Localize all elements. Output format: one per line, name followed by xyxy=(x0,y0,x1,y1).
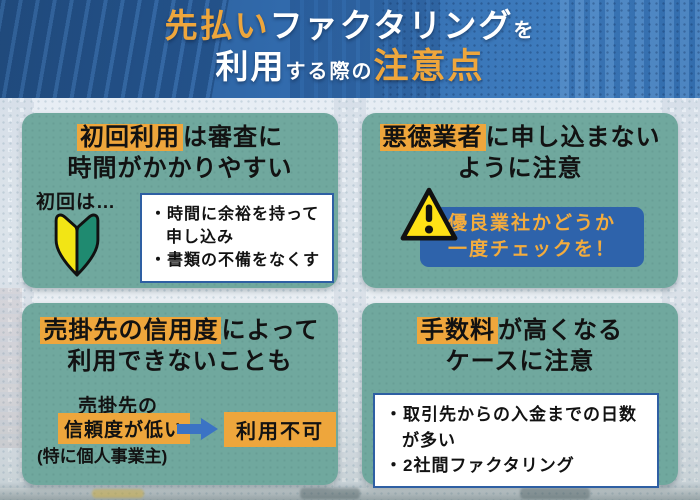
flow-note-label: (特に個人事業主) xyxy=(37,447,168,466)
backdrop-taxi xyxy=(92,489,144,498)
title-accent-sakibarai: 先払い xyxy=(164,7,270,44)
title-particle-wo: を xyxy=(513,20,536,42)
high-fees-notes-list: ・取引先からの入金までの日数が多い ・2社間ファクタリング xyxy=(375,395,657,486)
page-title-line2: 利用 する際の 注意点 xyxy=(0,46,700,87)
card-client-credit-title-after: によって xyxy=(221,317,320,344)
card-high-fees-title-highlight: 手数料 xyxy=(417,317,498,344)
title-suru-sai-no: する際の xyxy=(285,60,374,83)
backdrop-car-1 xyxy=(300,488,360,499)
backdrop-building-left-red xyxy=(0,288,22,448)
card-client-credit-title: 売掛先の信用度によって 利用できないことも xyxy=(22,303,338,377)
flow-condition-label: 信頼度が低い xyxy=(58,413,191,444)
title-factoring: ファクタリング xyxy=(269,7,514,44)
card-client-credit-title-line2: 利用できないことも xyxy=(67,347,293,375)
card-bad-agents-title-line2: ように注意 xyxy=(457,154,583,182)
page-title-line1: 先払い ファクタリング を xyxy=(0,7,700,46)
first-use-tip-item: ・書類の不備をなくす xyxy=(150,252,321,270)
title-riyou: 利用 xyxy=(215,47,286,85)
card-high-fees-title-after: が高くなる xyxy=(498,317,623,344)
card-client-credit-title-highlight: 売掛先の信用度 xyxy=(40,317,222,344)
header-banner: 先払い ファクタリング を 利用 する際の 注意点 xyxy=(0,0,700,98)
first-use-tip-item: ・時間に余裕を持って申し込み xyxy=(150,206,320,247)
card-first-use-review: 初回利用は審査に 時間がかかりやすい 初回は… ・時間に余裕を持って申し込み ・… xyxy=(22,113,338,288)
card-high-fees-title: 手数料が高くなる ケースに注意 xyxy=(362,303,678,377)
check-reputable-box: 優良業社かどうか 一度チェックを！ xyxy=(420,207,644,267)
card-client-credit: 売掛先の信用度によって 利用できないことも 売掛先の 信頼度が低い 利用不可 (… xyxy=(22,303,338,485)
card-bad-agents-title-highlight: 悪徳業者 xyxy=(379,124,486,151)
card-high-fees-title-line2: ケースに注意 xyxy=(445,347,595,375)
card-first-use-title: 初回利用は審査に 時間がかかりやすい xyxy=(22,113,338,184)
arrow-right-icon xyxy=(177,416,219,442)
check-reputable-line2: 一度チェックを！ xyxy=(447,239,616,260)
beginner-mark-icon xyxy=(48,210,106,282)
first-time-label: 初回は… xyxy=(36,192,117,213)
first-use-tips-box: ・時間に余裕を持って申し込み ・書類の不備をなくす xyxy=(140,193,334,283)
card-bad-agents: 悪徳業者に申し込まない ように注意 優良業社かどうか 一度チェックを！ xyxy=(362,113,678,288)
card-first-use-title-after: は審査に xyxy=(183,124,283,151)
title-accent-chuiten: 注意点 xyxy=(373,46,485,86)
flow-subject-label: 売掛先の xyxy=(77,396,158,417)
page-title: 先払い ファクタリング を 利用 する際の 注意点 xyxy=(0,0,700,87)
high-fees-note-item: ・取引先からの入金までの日数が多い xyxy=(385,405,637,450)
backdrop-car-2 xyxy=(520,488,590,499)
high-fees-note-item: ・2社間ファクタリング xyxy=(385,456,575,475)
backdrop-building-center xyxy=(334,98,366,488)
check-reputable-line1: 優良業社かどうか xyxy=(447,212,616,234)
card-high-fees: 手数料が高くなる ケースに注意 ・取引先からの入金までの日数が多い ・2社間ファ… xyxy=(362,303,678,488)
card-first-use-title-highlight: 初回利用 xyxy=(77,124,183,151)
warning-triangle-icon xyxy=(400,183,458,247)
card-bad-agents-title: 悪徳業者に申し込まない ように注意 xyxy=(362,113,678,184)
first-use-tips-list: ・時間に余裕を持って申し込み ・書類の不備をなくす xyxy=(142,195,332,281)
card-bad-agents-title-after: に申し込まない xyxy=(485,124,661,151)
high-fees-notes-box: ・取引先からの入金までの日数が多い ・2社間ファクタリング xyxy=(373,393,659,488)
card-first-use-title-line2: 時間がかかりやすい xyxy=(67,154,293,182)
flow-result-label: 利用不可 xyxy=(224,412,336,447)
